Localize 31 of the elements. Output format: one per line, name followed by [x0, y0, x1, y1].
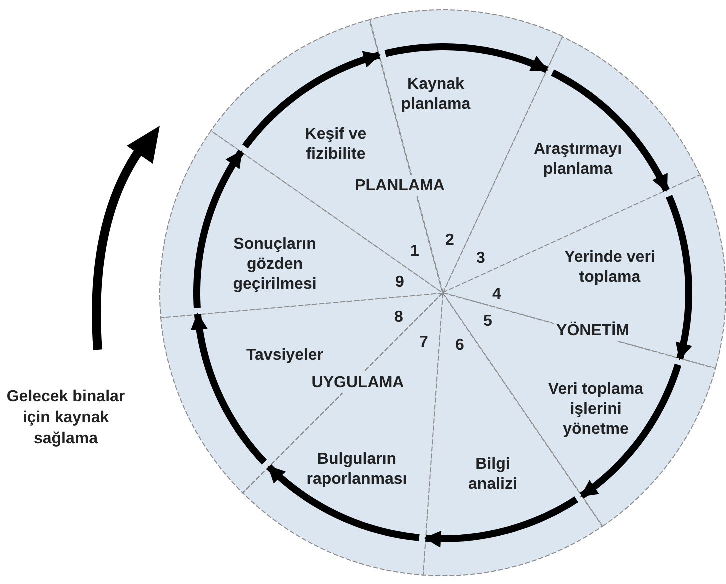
step-label: Araştırmayı planlama	[532, 140, 624, 180]
cycle-arrow	[266, 464, 420, 542]
step-label: Veri toplama işlerini yönetme	[547, 380, 645, 440]
phase-label: PLANLAMA	[353, 176, 447, 196]
step-number: 6	[454, 336, 466, 356]
side-note: Gelecek binalar için kaynak sağlama	[6, 388, 126, 450]
cycle-arrow	[580, 364, 682, 499]
cycle-arrow	[384, 44, 549, 74]
cycle-arrow	[194, 150, 244, 308]
step-number: 9	[394, 272, 406, 293]
step-number: 3	[476, 248, 486, 269]
step-number: 2	[444, 231, 456, 251]
step-label: Kaynak planlama	[400, 75, 472, 115]
cycle-arrow	[551, 70, 670, 192]
step-number: 7	[418, 333, 430, 353]
step-label: Yerinde veri toplama	[564, 248, 656, 288]
cycle-arrow	[190, 312, 268, 465]
step-number: 8	[394, 308, 404, 328]
step-number: 5	[482, 312, 494, 332]
step-label: Keşif ve fizibilite	[304, 124, 368, 165]
step-label: Bulguların raporlanması	[306, 450, 408, 490]
step-number: 1	[410, 242, 420, 262]
cycle-arrow	[666, 195, 692, 360]
step-number: 4	[492, 284, 502, 305]
cycle-arrow	[424, 496, 578, 548]
phase-label: YÖNETİM	[554, 320, 632, 342]
step-label: Tavsiyeler	[245, 346, 325, 366]
step-label: Bilgi analizi	[468, 455, 518, 495]
cycle-arrow	[242, 51, 381, 149]
step-label: Sonuçların gözden geçirilmesi	[232, 234, 318, 295]
phase-label: UYGULAMA	[310, 372, 406, 394]
